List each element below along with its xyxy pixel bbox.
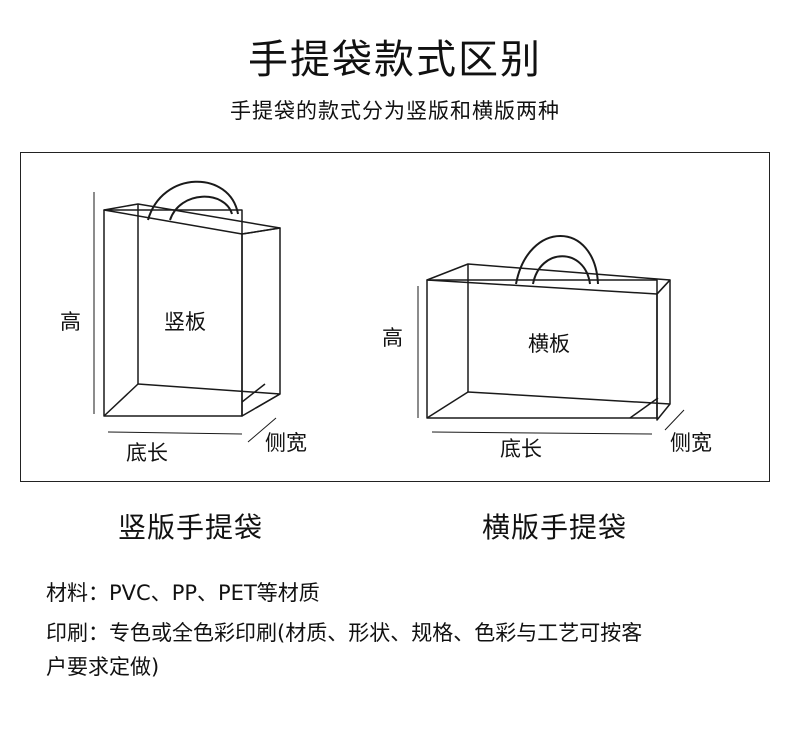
diagram-frame — [20, 152, 770, 482]
printing-spec-line1: 印刷：专色或全色彩印刷(材质、形状、规格、色彩与工艺可按客 — [46, 621, 643, 645]
horizontal-height-label: 高 — [382, 326, 403, 350]
horizontal-side-width-label: 侧宽 — [670, 431, 712, 455]
vertical-bag-drawing — [93, 180, 281, 443]
page-subtitle: 手提袋的款式分为竖版和横版两种 — [230, 99, 560, 123]
bag-diagrams — [93, 180, 685, 443]
page-title: 手提袋款式区别 — [248, 37, 542, 83]
printing-spec-line2: 户要求定做) — [46, 655, 160, 679]
horizontal-base-length-label: 底长 — [500, 437, 542, 461]
vertical-base-length-label: 底长 — [126, 441, 168, 465]
vertical-height-label: 高 — [60, 310, 81, 334]
vertical-front-label: 竖板 — [164, 310, 206, 334]
horizontal-bag-caption: 横版手提袋 — [482, 511, 628, 544]
vertical-side-width-label: 侧宽 — [265, 431, 307, 455]
horizontal-front-label: 横板 — [528, 332, 570, 356]
material-spec: 材料：PVC、PP、PET等材质 — [46, 581, 320, 605]
horizontal-bag-drawing — [417, 235, 685, 435]
vertical-bag-caption: 竖版手提袋 — [118, 511, 264, 544]
